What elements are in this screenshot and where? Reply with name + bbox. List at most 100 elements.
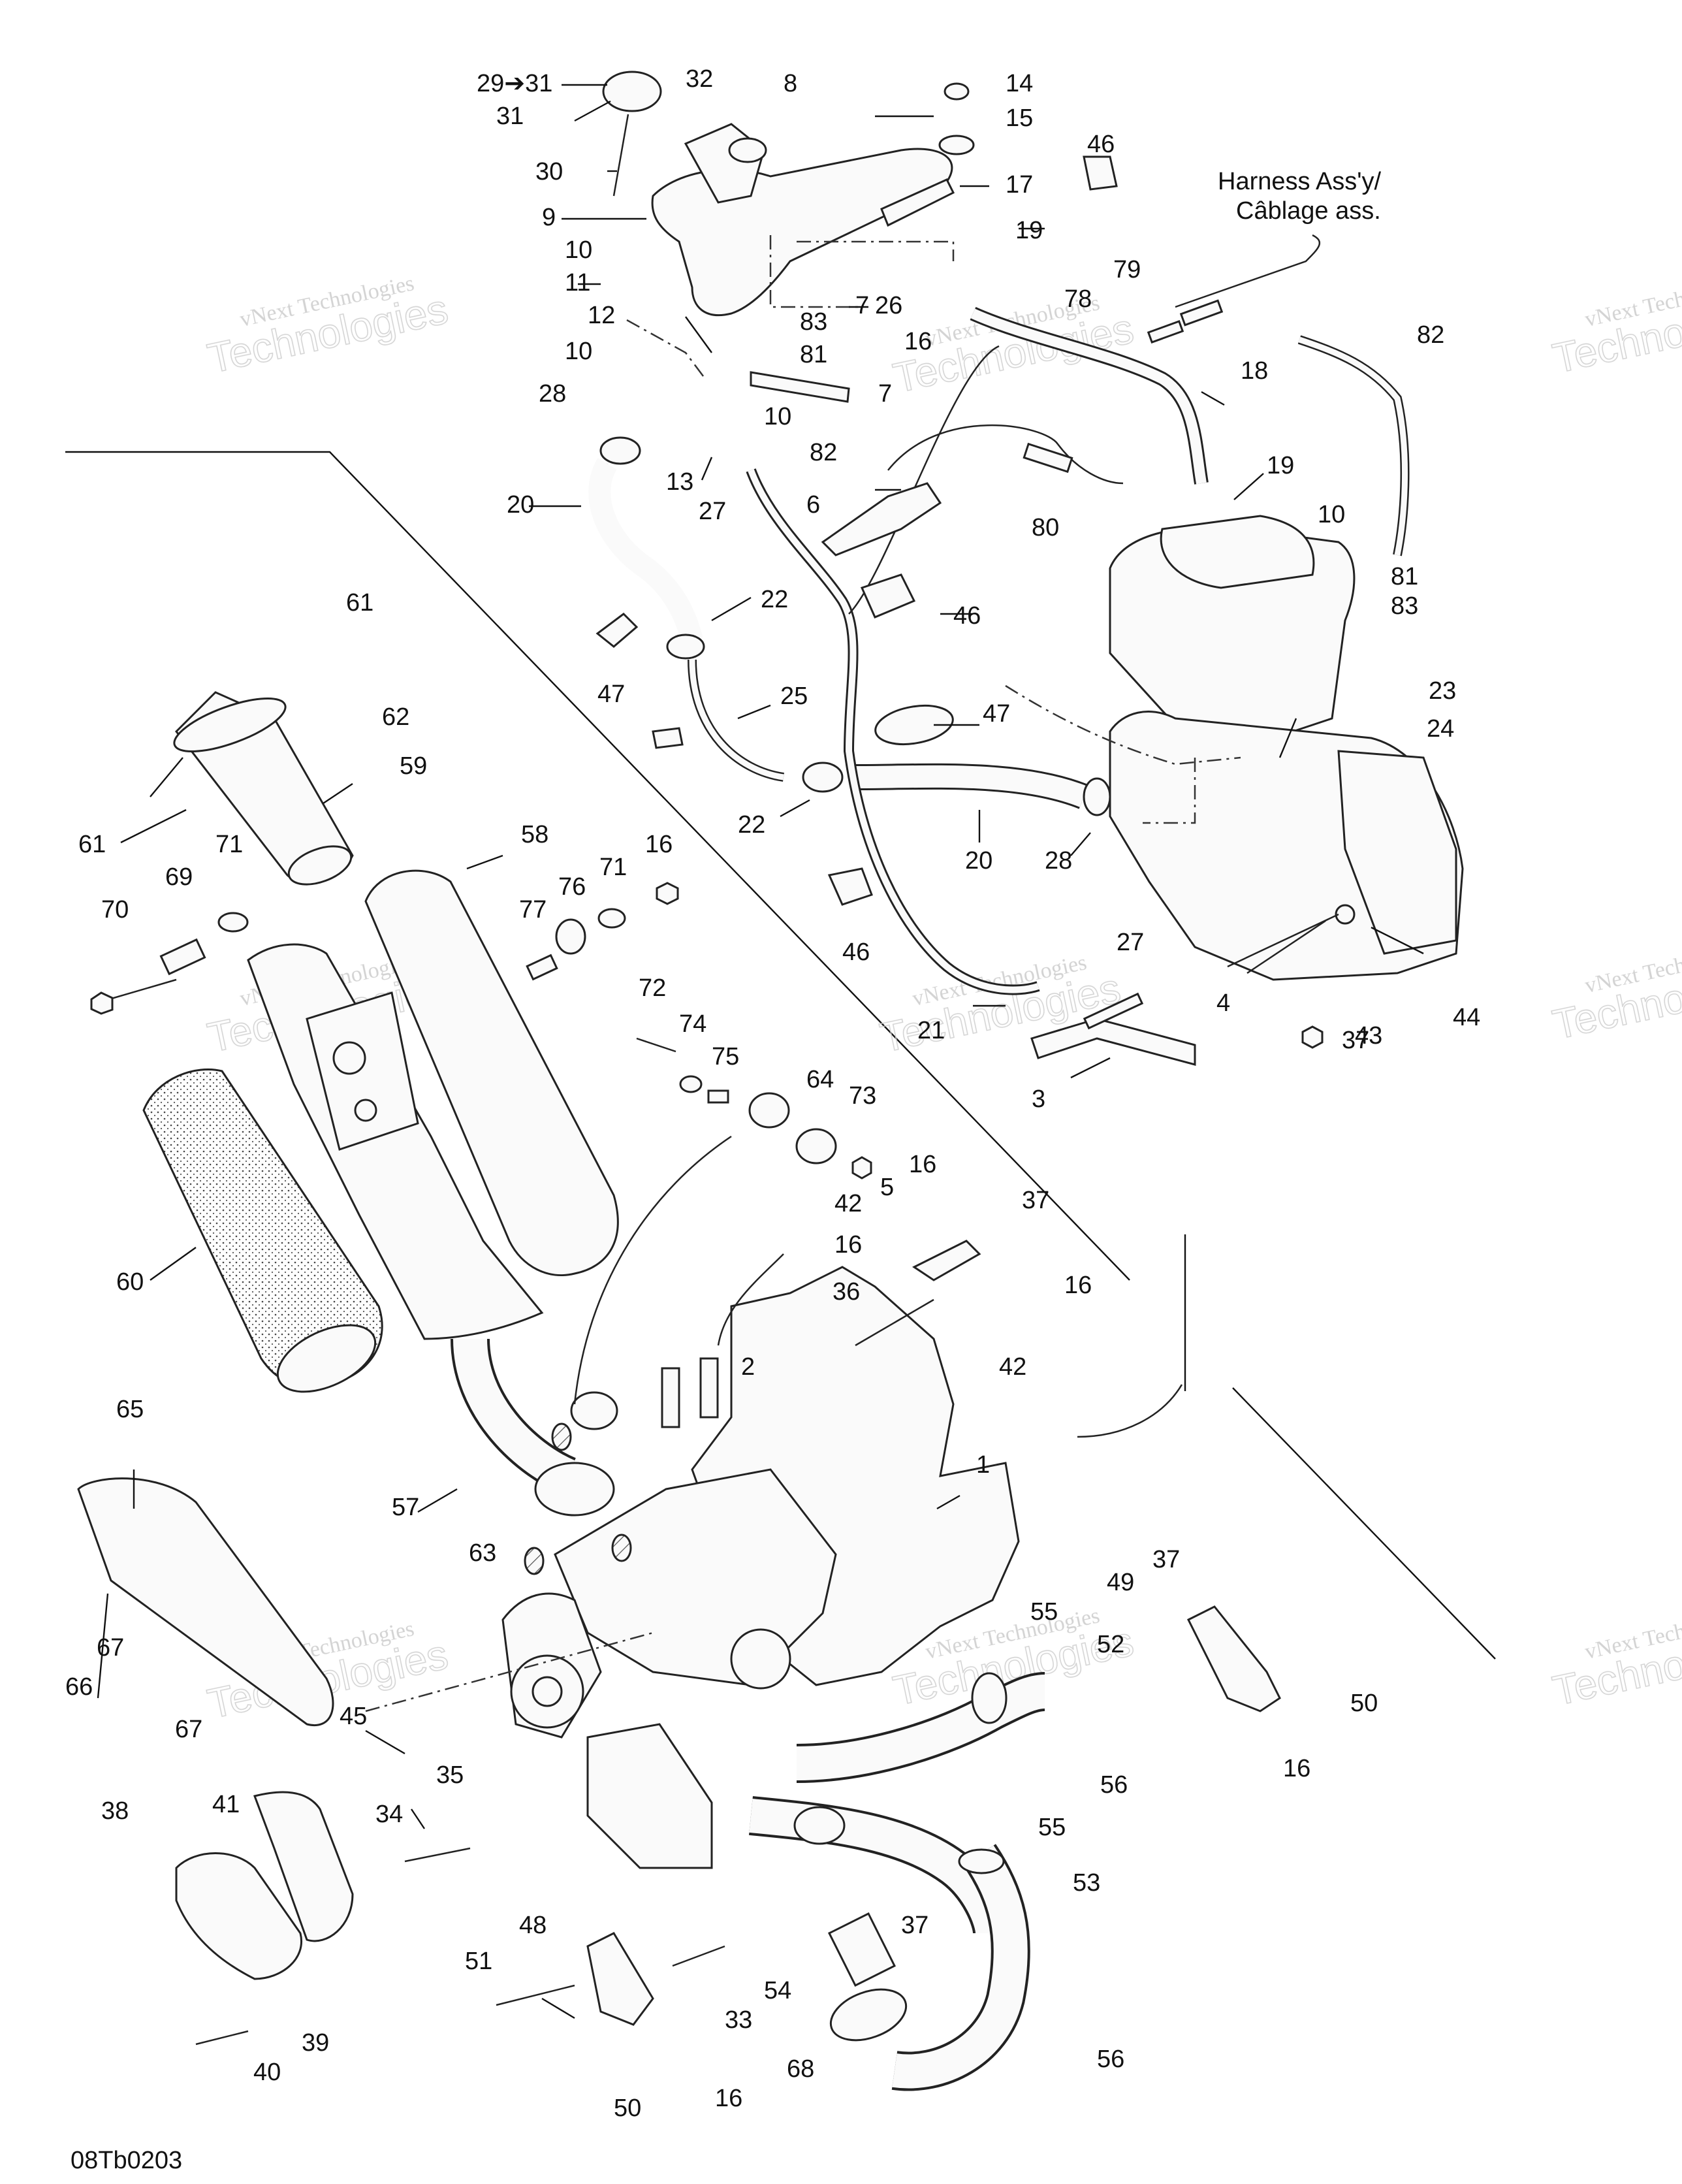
callout-55b: 55 xyxy=(1038,1814,1066,1841)
callout-69: 69 xyxy=(165,863,193,891)
spark-plug xyxy=(661,1367,680,1428)
connector xyxy=(1023,442,1073,474)
clamp-ring xyxy=(748,1092,790,1129)
exhaust-flange xyxy=(534,1462,615,1517)
callout-27a: 27 xyxy=(699,498,726,525)
engine-upper xyxy=(1005,515,1464,981)
tank-filler-opening xyxy=(728,137,767,163)
hose-clamp xyxy=(599,436,641,465)
callout-67a: 67 xyxy=(97,1634,124,1662)
callout-28a: 28 xyxy=(539,380,566,408)
callout-31: 31 xyxy=(496,103,524,130)
callout-37c: 37 xyxy=(1152,1546,1180,1573)
sprocket-hub xyxy=(532,1676,563,1707)
valve-cover xyxy=(1160,515,1315,589)
callout-71a: 71 xyxy=(215,831,243,858)
callout-11: 11 xyxy=(565,269,590,297)
callout-22a: 22 xyxy=(761,586,788,613)
callout-25: 25 xyxy=(780,682,808,710)
callout-41: 41 xyxy=(212,1791,240,1818)
sleeve xyxy=(827,1912,897,1987)
callout-19a: 19 xyxy=(1015,217,1043,244)
callout-42a: 42 xyxy=(834,1190,862,1217)
connector xyxy=(1179,299,1224,327)
guide-lines xyxy=(65,451,1496,1660)
connector xyxy=(1147,320,1184,344)
bracket xyxy=(912,1240,981,1281)
callout-73: 73 xyxy=(849,1082,876,1110)
callout-63: 63 xyxy=(469,1539,496,1567)
callout-28b: 28 xyxy=(1045,847,1072,875)
callout-49: 49 xyxy=(1107,1569,1134,1596)
rubber-mount xyxy=(795,1128,837,1164)
spacer xyxy=(159,938,206,976)
callout-78: 78 xyxy=(1064,285,1092,313)
callout-82b: 82 xyxy=(810,439,837,466)
wire-tie xyxy=(595,613,639,648)
nut xyxy=(656,882,679,905)
callout-35: 35 xyxy=(436,1761,464,1789)
callout-57: 57 xyxy=(392,1494,419,1521)
hardware xyxy=(90,882,1326,2046)
exhaust-seal xyxy=(570,1391,618,1430)
callout-37d: 37 xyxy=(901,1912,928,1939)
washer xyxy=(938,135,975,155)
callout-24: 24 xyxy=(1427,715,1454,743)
hose-clamp xyxy=(1083,777,1111,816)
washer xyxy=(597,908,626,929)
oil-tank xyxy=(651,148,953,317)
callout-77: 77 xyxy=(519,896,547,923)
bracket-hole xyxy=(332,1041,366,1075)
spacer xyxy=(526,954,558,981)
callout-79: 79 xyxy=(1113,256,1141,283)
callout-36: 36 xyxy=(833,1278,860,1306)
engine-lower xyxy=(501,1266,1046,2091)
callout-83a: 83 xyxy=(800,308,827,336)
callout-65: 65 xyxy=(116,1396,144,1423)
nut xyxy=(851,1156,872,1180)
oil-pan xyxy=(586,1723,713,1869)
callout-16a: 16 xyxy=(904,328,932,355)
callout-80: 80 xyxy=(1032,514,1059,541)
callout-46a: 46 xyxy=(1087,131,1115,158)
callout-38: 38 xyxy=(101,1797,129,1825)
callout-81b: 81 xyxy=(1391,563,1418,590)
spring xyxy=(551,1422,572,1451)
callout-56b: 56 xyxy=(1097,2046,1124,2073)
callout-18: 18 xyxy=(1241,357,1268,385)
oil-tank-assembly xyxy=(588,71,1410,995)
tail-pipe-end xyxy=(287,845,353,886)
callout-82a: 82 xyxy=(1417,321,1444,349)
callout-39: 39 xyxy=(302,2029,329,2057)
callout-29-31: 29➔31 xyxy=(477,70,552,97)
callout-58: 58 xyxy=(521,821,548,848)
callout-16f: 16 xyxy=(1283,1755,1310,1782)
callout-3: 3 xyxy=(1032,1085,1045,1113)
nut xyxy=(1301,1025,1324,1049)
rubber-pad xyxy=(880,178,955,227)
gasket xyxy=(958,1848,1005,1874)
callout-19b: 19 xyxy=(1267,452,1294,479)
callout-61a: 61 xyxy=(346,589,373,617)
callout-32: 32 xyxy=(686,65,713,93)
callout-20b: 20 xyxy=(965,847,992,875)
figure-code: 08Tb0203 xyxy=(71,2147,182,2174)
hose-clamp xyxy=(666,634,705,660)
callout-14: 14 xyxy=(1006,70,1033,97)
callout-21: 21 xyxy=(917,1017,945,1044)
callout-12: 12 xyxy=(588,302,615,329)
sensor-lever xyxy=(821,482,942,556)
callout-81a: 81 xyxy=(800,341,827,368)
bolt xyxy=(90,978,177,1015)
callout-37b: 37 xyxy=(1022,1187,1049,1214)
callout-45: 45 xyxy=(340,1703,367,1730)
callout-55a: 55 xyxy=(1030,1598,1058,1626)
callout-30: 30 xyxy=(535,158,563,185)
bracket xyxy=(586,1932,654,2026)
callout-47a: 47 xyxy=(597,681,625,708)
wire-tie xyxy=(652,727,684,749)
wire-tie xyxy=(860,573,916,618)
callout-51: 51 xyxy=(465,1948,492,1975)
callout-10d: 10 xyxy=(1318,501,1345,528)
